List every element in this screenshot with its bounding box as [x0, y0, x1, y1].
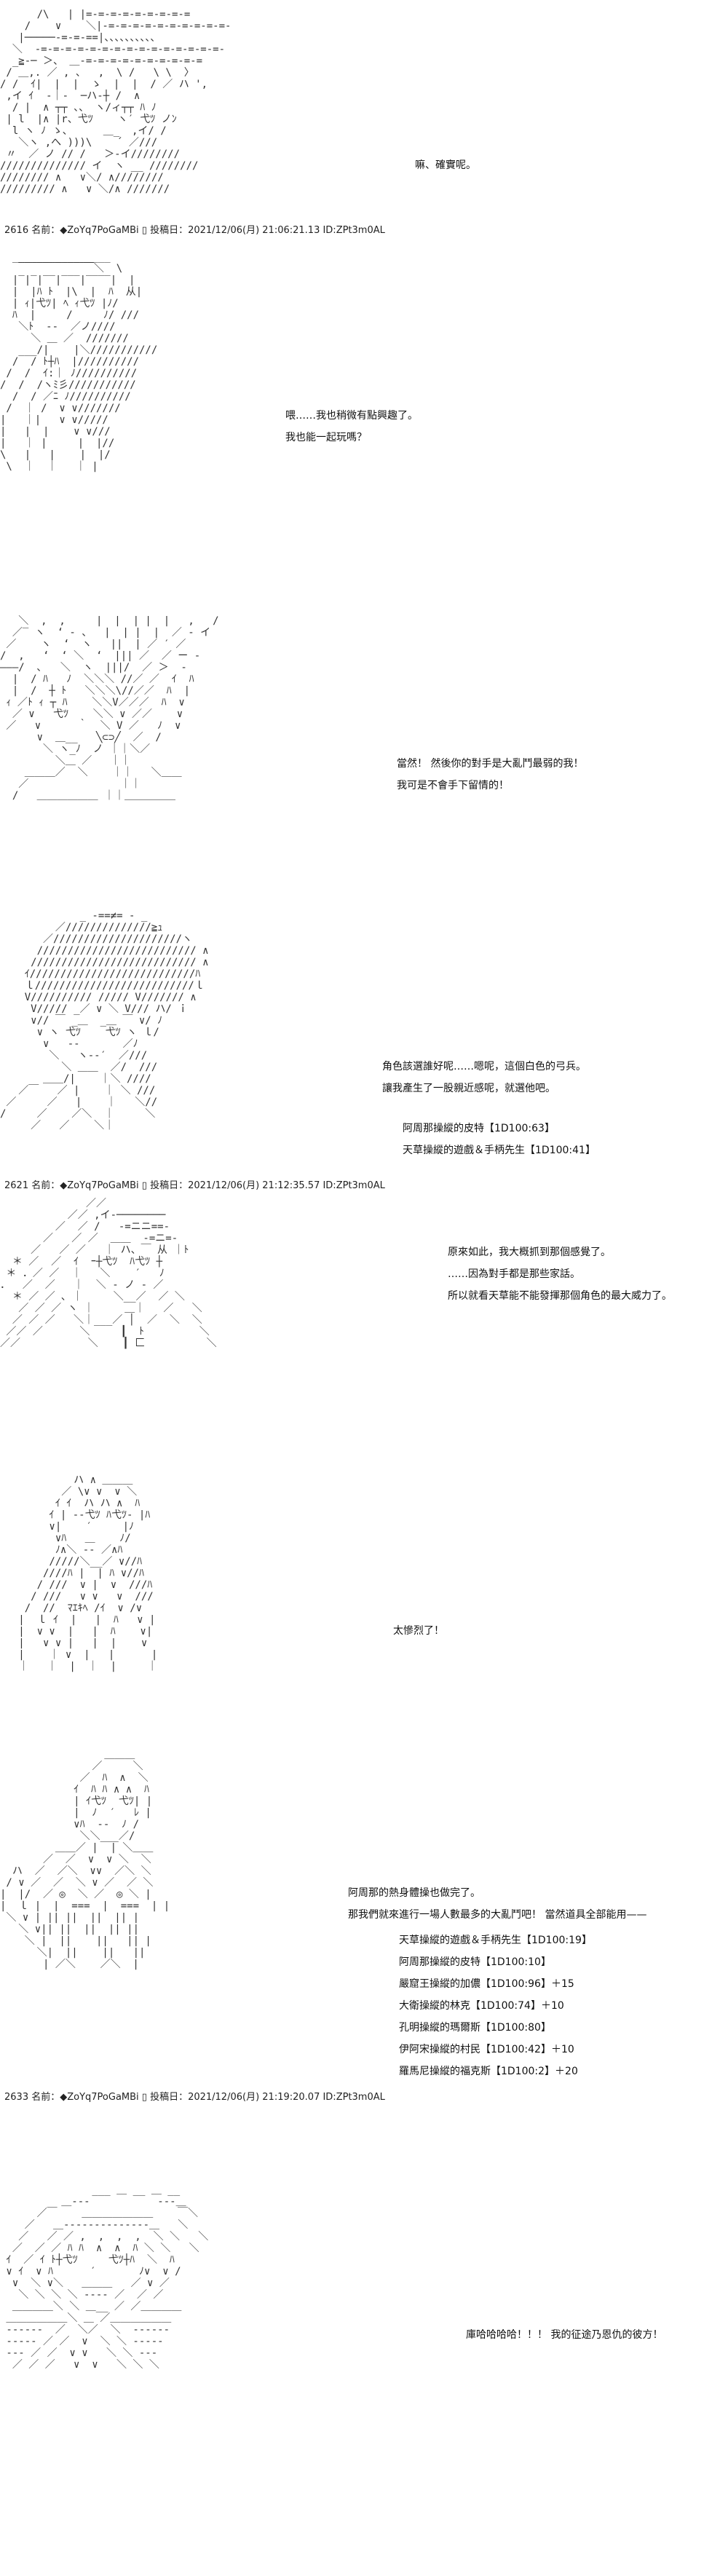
dialogue-panel-7: 阿周那的熱身體操也做完了。 那我們就來進行一場人數最多的大亂鬥吧！ 當然道具全部… [348, 1882, 646, 1926]
post-meta-2621: 2621 名前：◆ZoYq7PoGaMBi ▯ 投稿日：2021/12/06(月… [4, 1180, 385, 1191]
dialogue-panel-8: 庫哈哈哈哈！！！ 我的征途乃恩仇的彼方！ [466, 2324, 662, 2346]
post-meta-2633: 2633 名前：◆ZoYq7PoGaMBi ▯ 投稿日：2021/12/06(月… [4, 2092, 385, 2103]
dialogue-line: 我也能一起玩嗎？ [285, 432, 367, 443]
dialogue-line: 當然！ 然後你的對手是大亂鬥最弱的我！ [397, 758, 584, 770]
ascii-art-panel-1: /\ | |=-=-=-=-=-=-=-=-= / ∨ ＼|-=-=-=-=-=… [0, 9, 232, 195]
dialogue-line: 原來如此，我大概抓到那個感覺了。 [448, 1246, 611, 1258]
post-meta-2616: 2616 名前：◆ZoYq7PoGaMBi ▯ 投稿日：2021/12/06(月… [4, 225, 385, 236]
dice-roll: 嚴窟王操縱的加儂【1D100:96】＋15 [399, 1978, 574, 1990]
dialogue-line: 那我們就來進行一場人數最多的大亂鬥吧！ 當然道具全部能用—— [348, 1909, 647, 1921]
dialogue-panel-2: 喂……我也稍微有點興趣了。 我也能一起玩嗎？ [285, 405, 418, 449]
dice-roll: 天草操縱的遊戲＆手柄先生【1D100:19】 [399, 1935, 592, 1946]
ascii-art-panel-6: ハ ∧ ＿＿＿ ／ \∨ ∨ ∨ ＼ ｲ ｲ ハ ハ ∧ ﾊ ｲ | -‐弋ﾂ … [18, 1474, 158, 1672]
ascii-art-panel-5: ／／ ／／ ,イ‐──────── ／ ／ / -=ニニ==- ／ ／ ／ ＿＿… [0, 1198, 217, 1349]
dice-roll: 羅馬尼操縱的福克斯【1D100:2】＋20 [399, 2066, 578, 2077]
dialogue-line: 喂……我也稍微有點興趣了。 [285, 410, 418, 422]
dialogue-line: 我可是不會手下留情的！ [397, 780, 509, 791]
dialogue-panel-4: 角色該選誰好呢……嗯呢，這個白色的弓兵。 讓我產生了一股親近感呢，就選他吧。 [382, 1056, 586, 1099]
dialogue-panel-3: 當然！ 然後你的對手是大亂鬥最弱的我！ 我可是不會手下留情的！ [397, 753, 583, 797]
dialogue-line: 嘛、確實呢。 [415, 159, 476, 171]
ascii-art-panel-2: _______________ ￣￣￣￣￣￣￣￣＼ \ |‾|‾|‾‾|‾‾‾|… [0, 251, 158, 473]
ascii-art-panel-4: _ -==≠= - _ ／//////////////≧ｭ ／/////////… [0, 910, 209, 1131]
ascii-art-panel-3: ＼ , , | | | | | , / ／‾ ヽ ‘ ‐ 、 | | | | ／… [0, 615, 219, 802]
dialogue-panel-5: 原來如此，我大概抓到那個感覺了。 ……因為對手都是那些家話。 所以就看天草能不能… [448, 1241, 672, 1307]
dice-roll: 伊阿宋操縱的村民【1D100:42】＋10 [399, 2044, 574, 2055]
dialogue-line: 阿周那的熱身體操也做完了。 [348, 1887, 480, 1899]
dialogue-panel-6: 太慘烈了！ [393, 1620, 444, 1642]
dice-roll: 阿周那操縱的皮特【1D100:63】 [403, 1123, 555, 1134]
dialogue-line: 庫哈哈哈哈！！！ 我的征途乃恩仇的彼方！ [466, 2329, 663, 2341]
dice-roll: 阿周那操縱的皮特【1D100:10】 [399, 1956, 551, 1968]
dialogue-line: ……因為對手都是那些家話。 [448, 1268, 580, 1280]
dialogue-panel-1: 嘛、確實呢。 [415, 154, 476, 176]
dice-roll: 天草操縱的遊戲＆手柄先生【1D100:41】 [403, 1145, 596, 1156]
ascii-art-panel-8: ___ ＿ __ ＿ __ ＿-‐‐ ‐‐-＿ ／￣ ＿＿＿＿＿＿＿ ￣＼ ／ … [6, 2184, 209, 2371]
dialogue-line: 所以就看天草能不能發揮那個角色的最大威力了。 [448, 1290, 672, 1302]
ascii-art-panel-7: ＿＿＿ ／ ＼ ／ ﾊ ∧ ＼ ｲ ﾊ ﾊ ∧ ∧ ﾊ | ｲ弋ﾂ 弋ﾂ| | … [0, 1749, 170, 1970]
dice-roll: 大衛操縱的林克【1D100:74】＋10 [399, 2000, 564, 2012]
dialogue-line: 角色該選誰好呢……嗯呢，這個白色的弓兵。 [382, 1061, 586, 1072]
dice-roll: 孔明操縱的瑪爾斯【1D100:80】 [399, 2022, 551, 2034]
dice-rolls-panel-7: 天草操縱的遊戲＆手柄先生【1D100:19】 阿周那操縱的皮特【1D100:10… [399, 1929, 592, 2082]
dialogue-line: 太慘烈了！ [393, 1625, 444, 1637]
dice-rolls-panel-4: 阿周那操縱的皮特【1D100:63】 天草操縱的遊戲＆手柄先生【1D100:41… [403, 1118, 596, 1161]
dialogue-line: 讓我產生了一股親近感呢，就選他吧。 [382, 1083, 555, 1094]
